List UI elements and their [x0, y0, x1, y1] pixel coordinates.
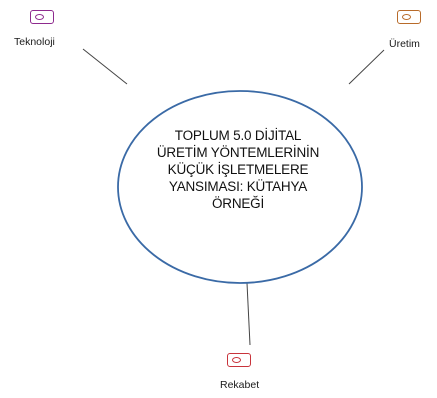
node-label-teknoloji[interactable]: Teknoloji	[14, 36, 55, 48]
node-label-uretim[interactable]: Üretim	[389, 38, 420, 50]
central-topic-line-5: ÖRNEĞİ	[211, 196, 265, 211]
central-topic-text: TOPLUM 5.0 DİJİTAL ÜRETİM YÖNTEMLERİNİN …	[113, 127, 363, 212]
central-topic-line-2: ÜRETİM YÖNTEMLERİNİN	[156, 145, 320, 160]
connector-rekabet	[246, 282, 251, 346]
central-topic-line-3: KÜÇÜK İŞLETMELERE	[167, 162, 309, 177]
central-topic-line-4: YANSIMASI: KÜTAHYA	[168, 179, 308, 194]
node-label-rekabet[interactable]: Rekabet	[220, 379, 260, 391]
tag-icon[interactable]	[227, 353, 251, 367]
connector-teknoloji	[82, 48, 128, 85]
tag-hole	[402, 14, 411, 20]
tag-icon[interactable]	[30, 10, 54, 24]
central-topic-line-1: TOPLUM 5.0 DİJİTAL	[174, 128, 302, 143]
tag-hole	[232, 357, 241, 363]
tag-hole	[35, 14, 44, 20]
central-topic-ellipse[interactable]	[117, 90, 363, 284]
tag-icon[interactable]	[397, 10, 421, 24]
connector-uretim	[348, 49, 385, 85]
